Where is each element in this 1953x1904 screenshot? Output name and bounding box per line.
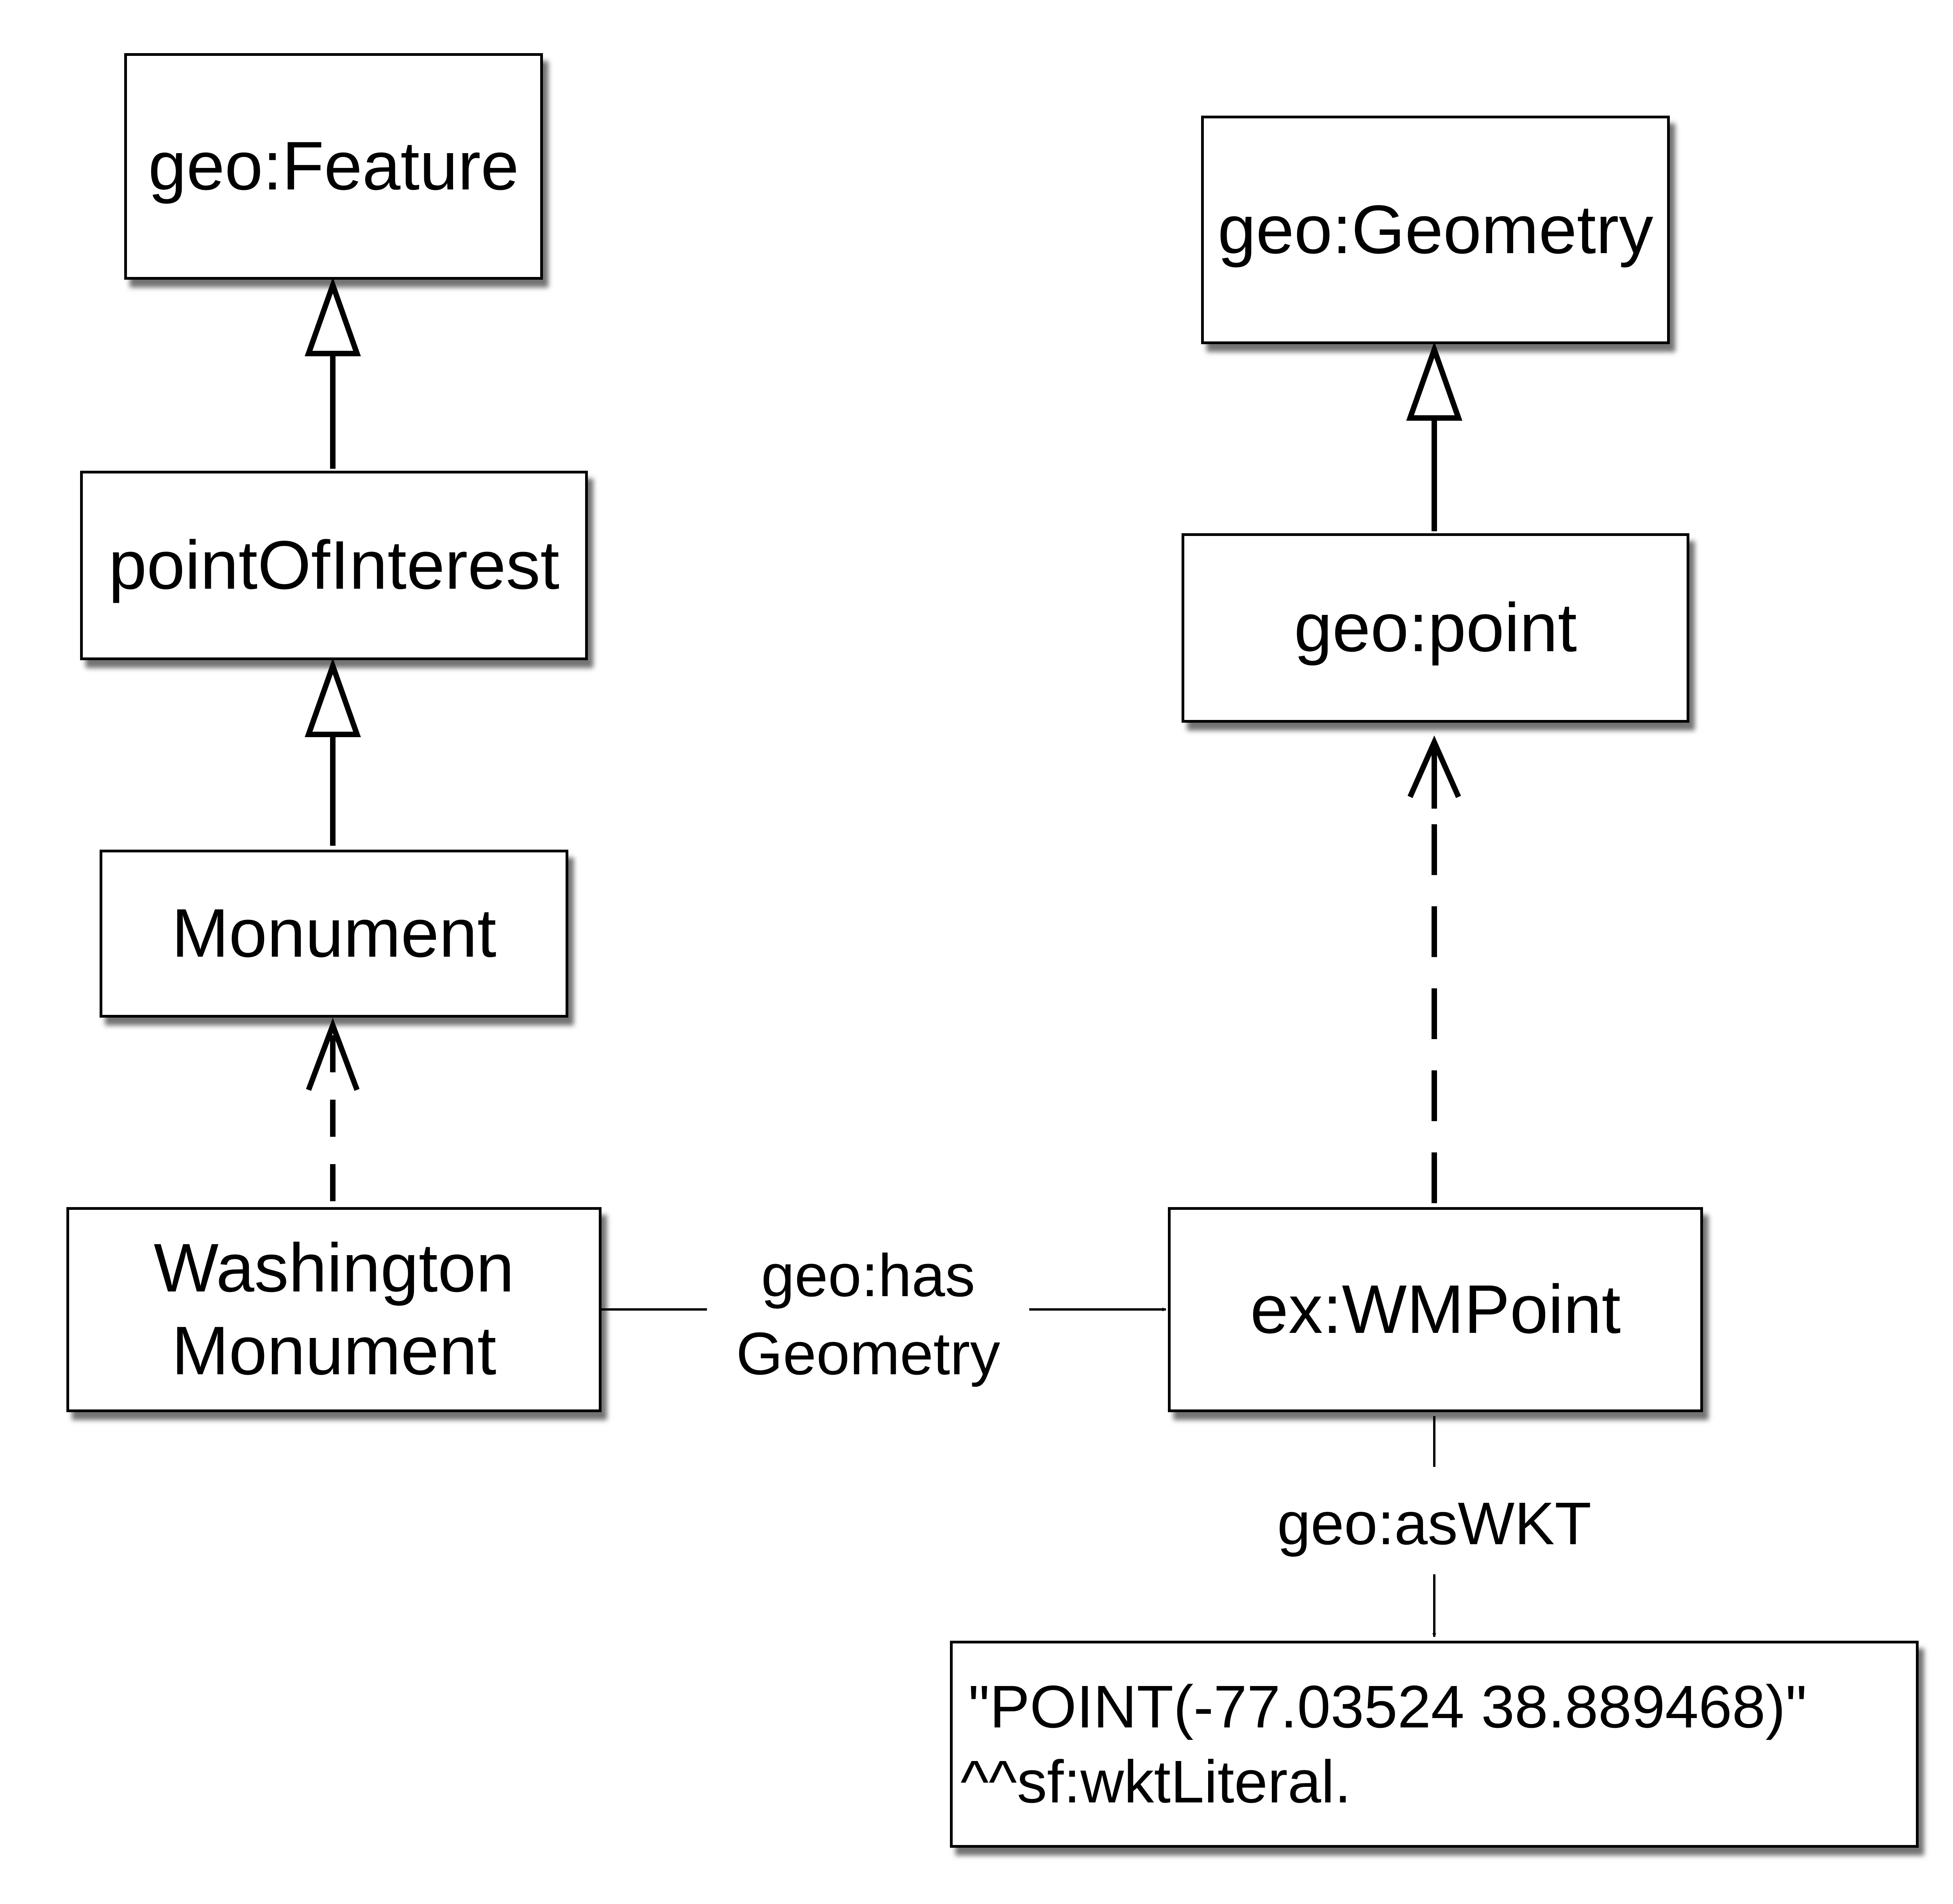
node-washington-monument-line2: Monument bbox=[171, 1312, 496, 1389]
node-wkt-literal-line2: ^^sf:wktLiteral. bbox=[960, 1748, 1351, 1815]
generalization-monument-to-poi bbox=[305, 658, 361, 846]
generalization-point-to-geometry bbox=[1406, 341, 1462, 531]
edge-label-has-geometry-line1: geo:has bbox=[761, 1242, 975, 1309]
node-ex-wmpoint: ex:WMPoint bbox=[1168, 1207, 1703, 1412]
node-geo-geometry: geo:Geometry bbox=[1201, 116, 1670, 344]
node-monument: Monument bbox=[100, 850, 568, 1018]
node-geo-point: geo:point bbox=[1182, 533, 1689, 723]
instance-wmpoint-to-point bbox=[1407, 735, 1461, 1203]
node-geo-geometry-label: geo:Geometry bbox=[1218, 191, 1653, 268]
edge-label-as-wkt-text: geo:asWKT bbox=[1277, 1490, 1592, 1557]
edge-label-as-wkt: geo:asWKT bbox=[1239, 1484, 1630, 1563]
node-geo-point-label: geo:point bbox=[1294, 589, 1577, 666]
node-monument-label: Monument bbox=[171, 895, 496, 972]
edge-label-has-geometry-line2: Geometry bbox=[736, 1320, 1000, 1388]
node-ex-wmpoint-label: ex:WMPoint bbox=[1250, 1271, 1621, 1348]
node-wkt-literal: "POINT(-77.03524 38.889468)" ^^sf:wktLit… bbox=[950, 1641, 1919, 1848]
node-point-of-interest-label: pointOfInterest bbox=[108, 527, 560, 604]
generalization-poi-to-feature bbox=[305, 277, 361, 469]
edge-label-has-geometry: geo:has Geometry bbox=[707, 1236, 1029, 1393]
node-geo-feature-label: geo:Feature bbox=[148, 128, 519, 205]
node-washington-monument: Washington Monument bbox=[66, 1207, 602, 1412]
node-washington-monument-line1: Washington bbox=[154, 1230, 514, 1307]
instance-washington-to-monument bbox=[306, 1018, 360, 1201]
node-wkt-literal-line1: "POINT(-77.03524 38.889468)" bbox=[968, 1673, 1807, 1740]
node-point-of-interest: pointOfInterest bbox=[80, 471, 588, 660]
node-geo-feature: geo:Feature bbox=[124, 53, 543, 280]
